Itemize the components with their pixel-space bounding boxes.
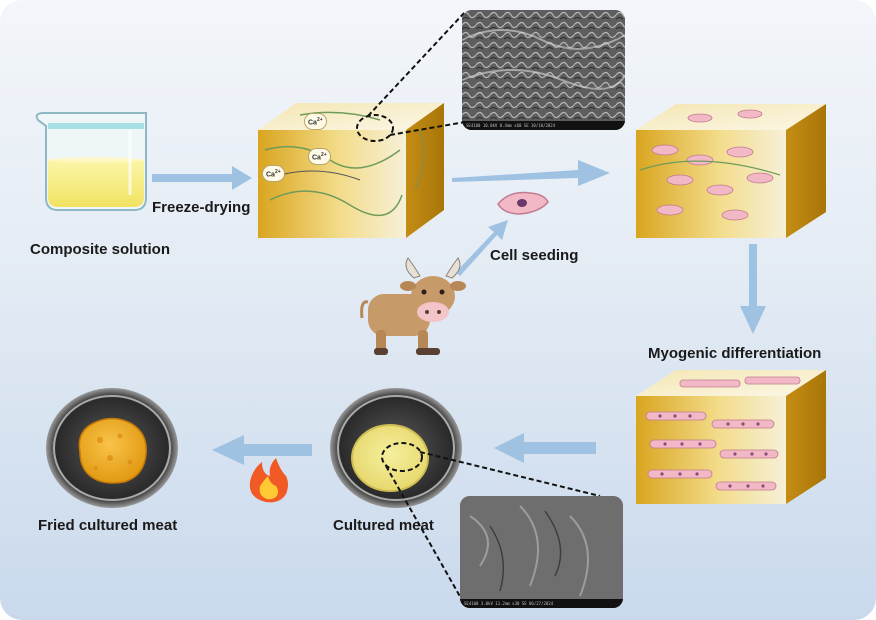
zoom-circle-top	[356, 114, 394, 142]
arrow-to-seeded	[452, 160, 610, 186]
scaffold-icon	[258, 103, 444, 238]
seeded-scaffold-icon	[636, 104, 826, 238]
cultured-meat-label: Cultured meat	[333, 517, 434, 534]
calcium-ion-badge: Ca2+	[304, 113, 327, 131]
composite-solution-label: Composite solution	[30, 241, 170, 258]
cow-icon	[360, 257, 466, 355]
beaker-icon	[35, 112, 147, 211]
zoom-line	[367, 11, 466, 117]
arrow-to-fried	[212, 435, 312, 465]
cell-seeding-label: Cell seeding	[490, 247, 579, 264]
fire-icon	[249, 458, 288, 503]
arrow-freeze-drying	[152, 166, 252, 190]
arrow-myogenic	[740, 244, 766, 334]
sem-image: SE4100 3.0kV 11.2mm x30 SE 06/27/2024	[460, 496, 623, 608]
arrow-to-cultured	[494, 433, 596, 463]
zoom-line	[385, 465, 463, 601]
arrow-cell-seeding	[456, 220, 508, 276]
zoom-circle-bottom	[381, 442, 423, 472]
muscle-cell-icon	[497, 191, 549, 215]
myogenic-differentiation-label: Myogenic differentiation	[648, 345, 822, 362]
differentiated-scaffold-icon	[636, 370, 826, 504]
fried-petri-dish-icon	[46, 388, 178, 508]
zoom-line	[389, 121, 466, 136]
sem-caption: SE4100 3.0kV 11.2mm x30 SE 06/27/2024	[460, 599, 623, 608]
freeze-drying-label: Freeze-drying	[152, 199, 251, 216]
calcium-ion-badge: Ca2+	[308, 148, 331, 166]
fried-cultured-meat-label: Fried cultured meat	[38, 517, 178, 534]
sem-image: SE4100 10.0kV 8.4mm x60 SE 10/10/2024	[462, 10, 625, 130]
zoom-line	[419, 451, 601, 497]
sem-caption: SE4100 10.0kV 8.4mm x60 SE 10/10/2024	[462, 121, 625, 130]
petri-dish-icon	[330, 388, 462, 508]
calcium-ion-badge: Ca2+	[262, 165, 285, 183]
